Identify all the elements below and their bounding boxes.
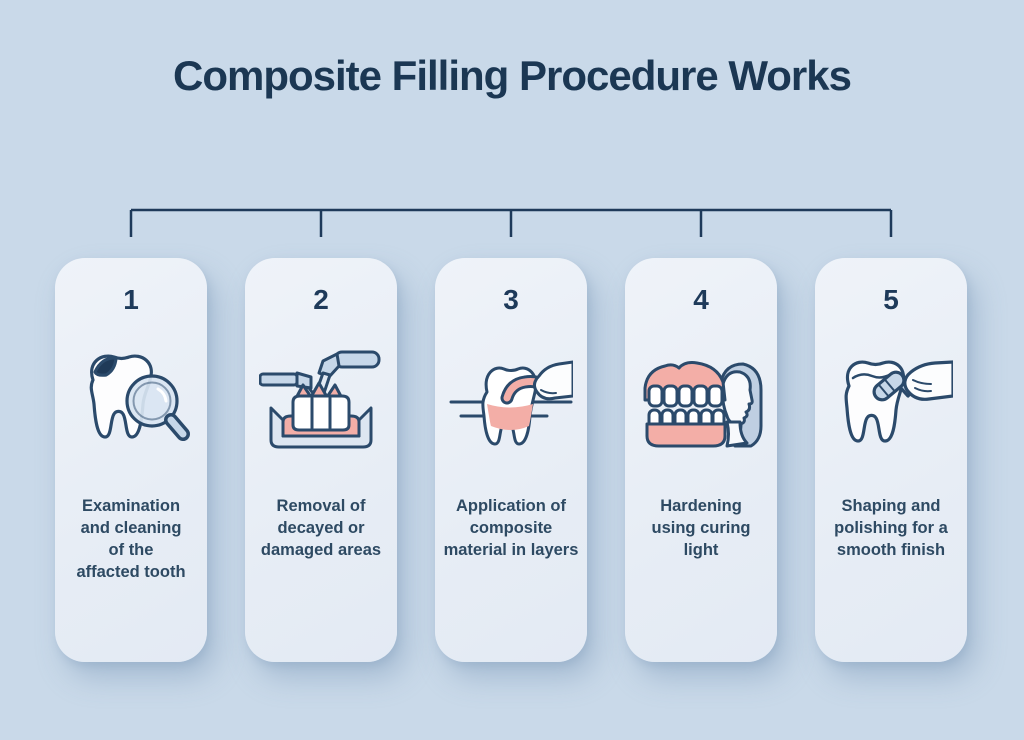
step-label: Examination and cleaning of the affacted… [76,497,186,581]
step-number: 2 [313,284,329,315]
step-number: 5 [883,284,899,315]
step-card-2: 2 [245,258,397,662]
composite-application-icon [447,338,575,466]
polishing-tool-icon [827,338,955,466]
dental-drill-icon [257,338,385,466]
step-label: Application of composite material in lay… [443,497,579,559]
step-label: Removal of decayed or damaged areas [260,497,382,559]
steps-row: 1 Examination and cleaning of the affact… [55,258,967,662]
step-card-1: 1 Examination and cleaning of the affact… [55,258,207,662]
step-number: 4 [693,284,709,315]
step-card-5: 5 [815,258,967,662]
step-card-4: 4 [625,258,777,662]
step-card-3: 3 [435,258,587,662]
tooth-magnifier-icon [67,338,195,466]
step-label: Shaping and polishing for a smooth finis… [834,497,948,559]
denture-curing-icon [637,338,765,466]
connector-bracket [129,208,893,237]
step-number: 1 [123,284,139,315]
page-title: Composite Filling Procedure Works [172,52,852,99]
step-number: 3 [503,284,519,315]
step-label: Hardening using curing light [651,497,751,559]
